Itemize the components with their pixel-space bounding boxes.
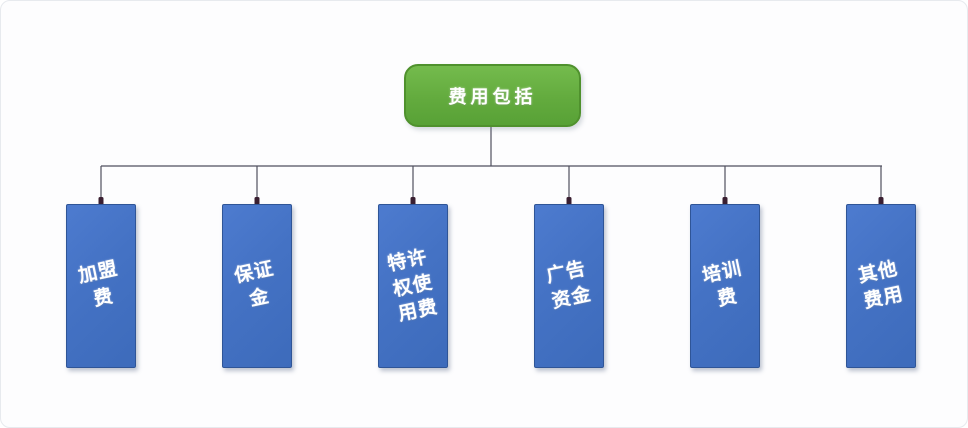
- children-row: 加盟 费 保证 金 特许 权使 用费 广告 资金 培训 费 其他 费用: [66, 204, 916, 368]
- node-ad-fund: 广告 资金: [534, 204, 604, 368]
- node-label: 其他 费用: [856, 257, 906, 313]
- node-franchise-fee: 加盟 费: [66, 204, 136, 368]
- node-label: 特许 权使 用费: [385, 245, 441, 326]
- root-node-label: 费用包括: [448, 86, 537, 108]
- node-other-fees: 其他 费用: [846, 204, 916, 368]
- node-label: 广告 资金: [544, 257, 594, 313]
- node-deposit: 保证 金: [222, 204, 292, 368]
- node-label: 保证 金: [232, 257, 277, 311]
- node-label: 培训 费: [700, 257, 745, 311]
- node-royalty-fee: 特许 权使 用费: [378, 204, 448, 368]
- node-label: 加盟 费: [76, 257, 121, 311]
- root-node-fees-include: 费用包括: [404, 64, 581, 127]
- node-training-fee: 培训 费: [690, 204, 760, 368]
